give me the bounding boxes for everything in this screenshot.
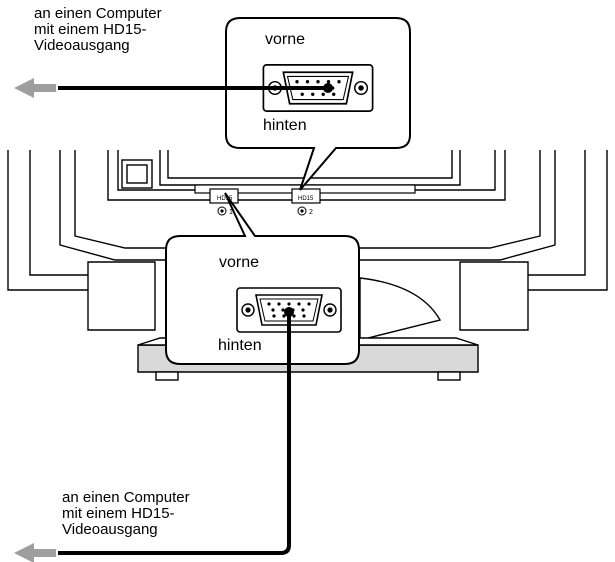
bottom-callout-bubble bbox=[165, 192, 360, 365]
bottom-target-line-2: mit einem HD15- bbox=[62, 505, 175, 522]
port-2-number: 2 bbox=[309, 209, 313, 216]
cable-plug-top bbox=[323, 83, 333, 93]
cable-plug-bottom bbox=[284, 307, 294, 317]
port-1-label: HD15 bbox=[217, 196, 233, 202]
arrow-left-icon bbox=[14, 78, 56, 98]
video-cable bbox=[58, 86, 328, 555]
top-front-label: vorne bbox=[265, 31, 306, 48]
monitor-stand bbox=[87, 261, 529, 381]
top-target-line-3: Videoausgang bbox=[34, 37, 130, 54]
bottom-target-line-1: an einen Computer bbox=[62, 489, 190, 506]
bottom-target-caption: an einen Computer mit einem HD15- Videoa… bbox=[62, 490, 190, 538]
arrow-left-icon bbox=[14, 543, 56, 562]
bottom-target-line-3: Videoausgang bbox=[62, 521, 158, 538]
port-1-number: 1 bbox=[229, 209, 233, 216]
input-port-icon bbox=[217, 206, 227, 216]
top-target-line-2: mit einem HD15- bbox=[34, 21, 147, 38]
top-target-caption: an einen Computer mit einem HD15- Videoa… bbox=[34, 6, 162, 54]
port-2-label: HD15 bbox=[298, 196, 314, 202]
top-back-label: hinten bbox=[263, 117, 307, 134]
input-port-icon bbox=[297, 206, 307, 216]
bottom-front-label: vorne bbox=[219, 254, 260, 271]
bottom-back-label: hinten bbox=[218, 337, 262, 354]
top-target-line-1: an einen Computer bbox=[34, 5, 162, 22]
